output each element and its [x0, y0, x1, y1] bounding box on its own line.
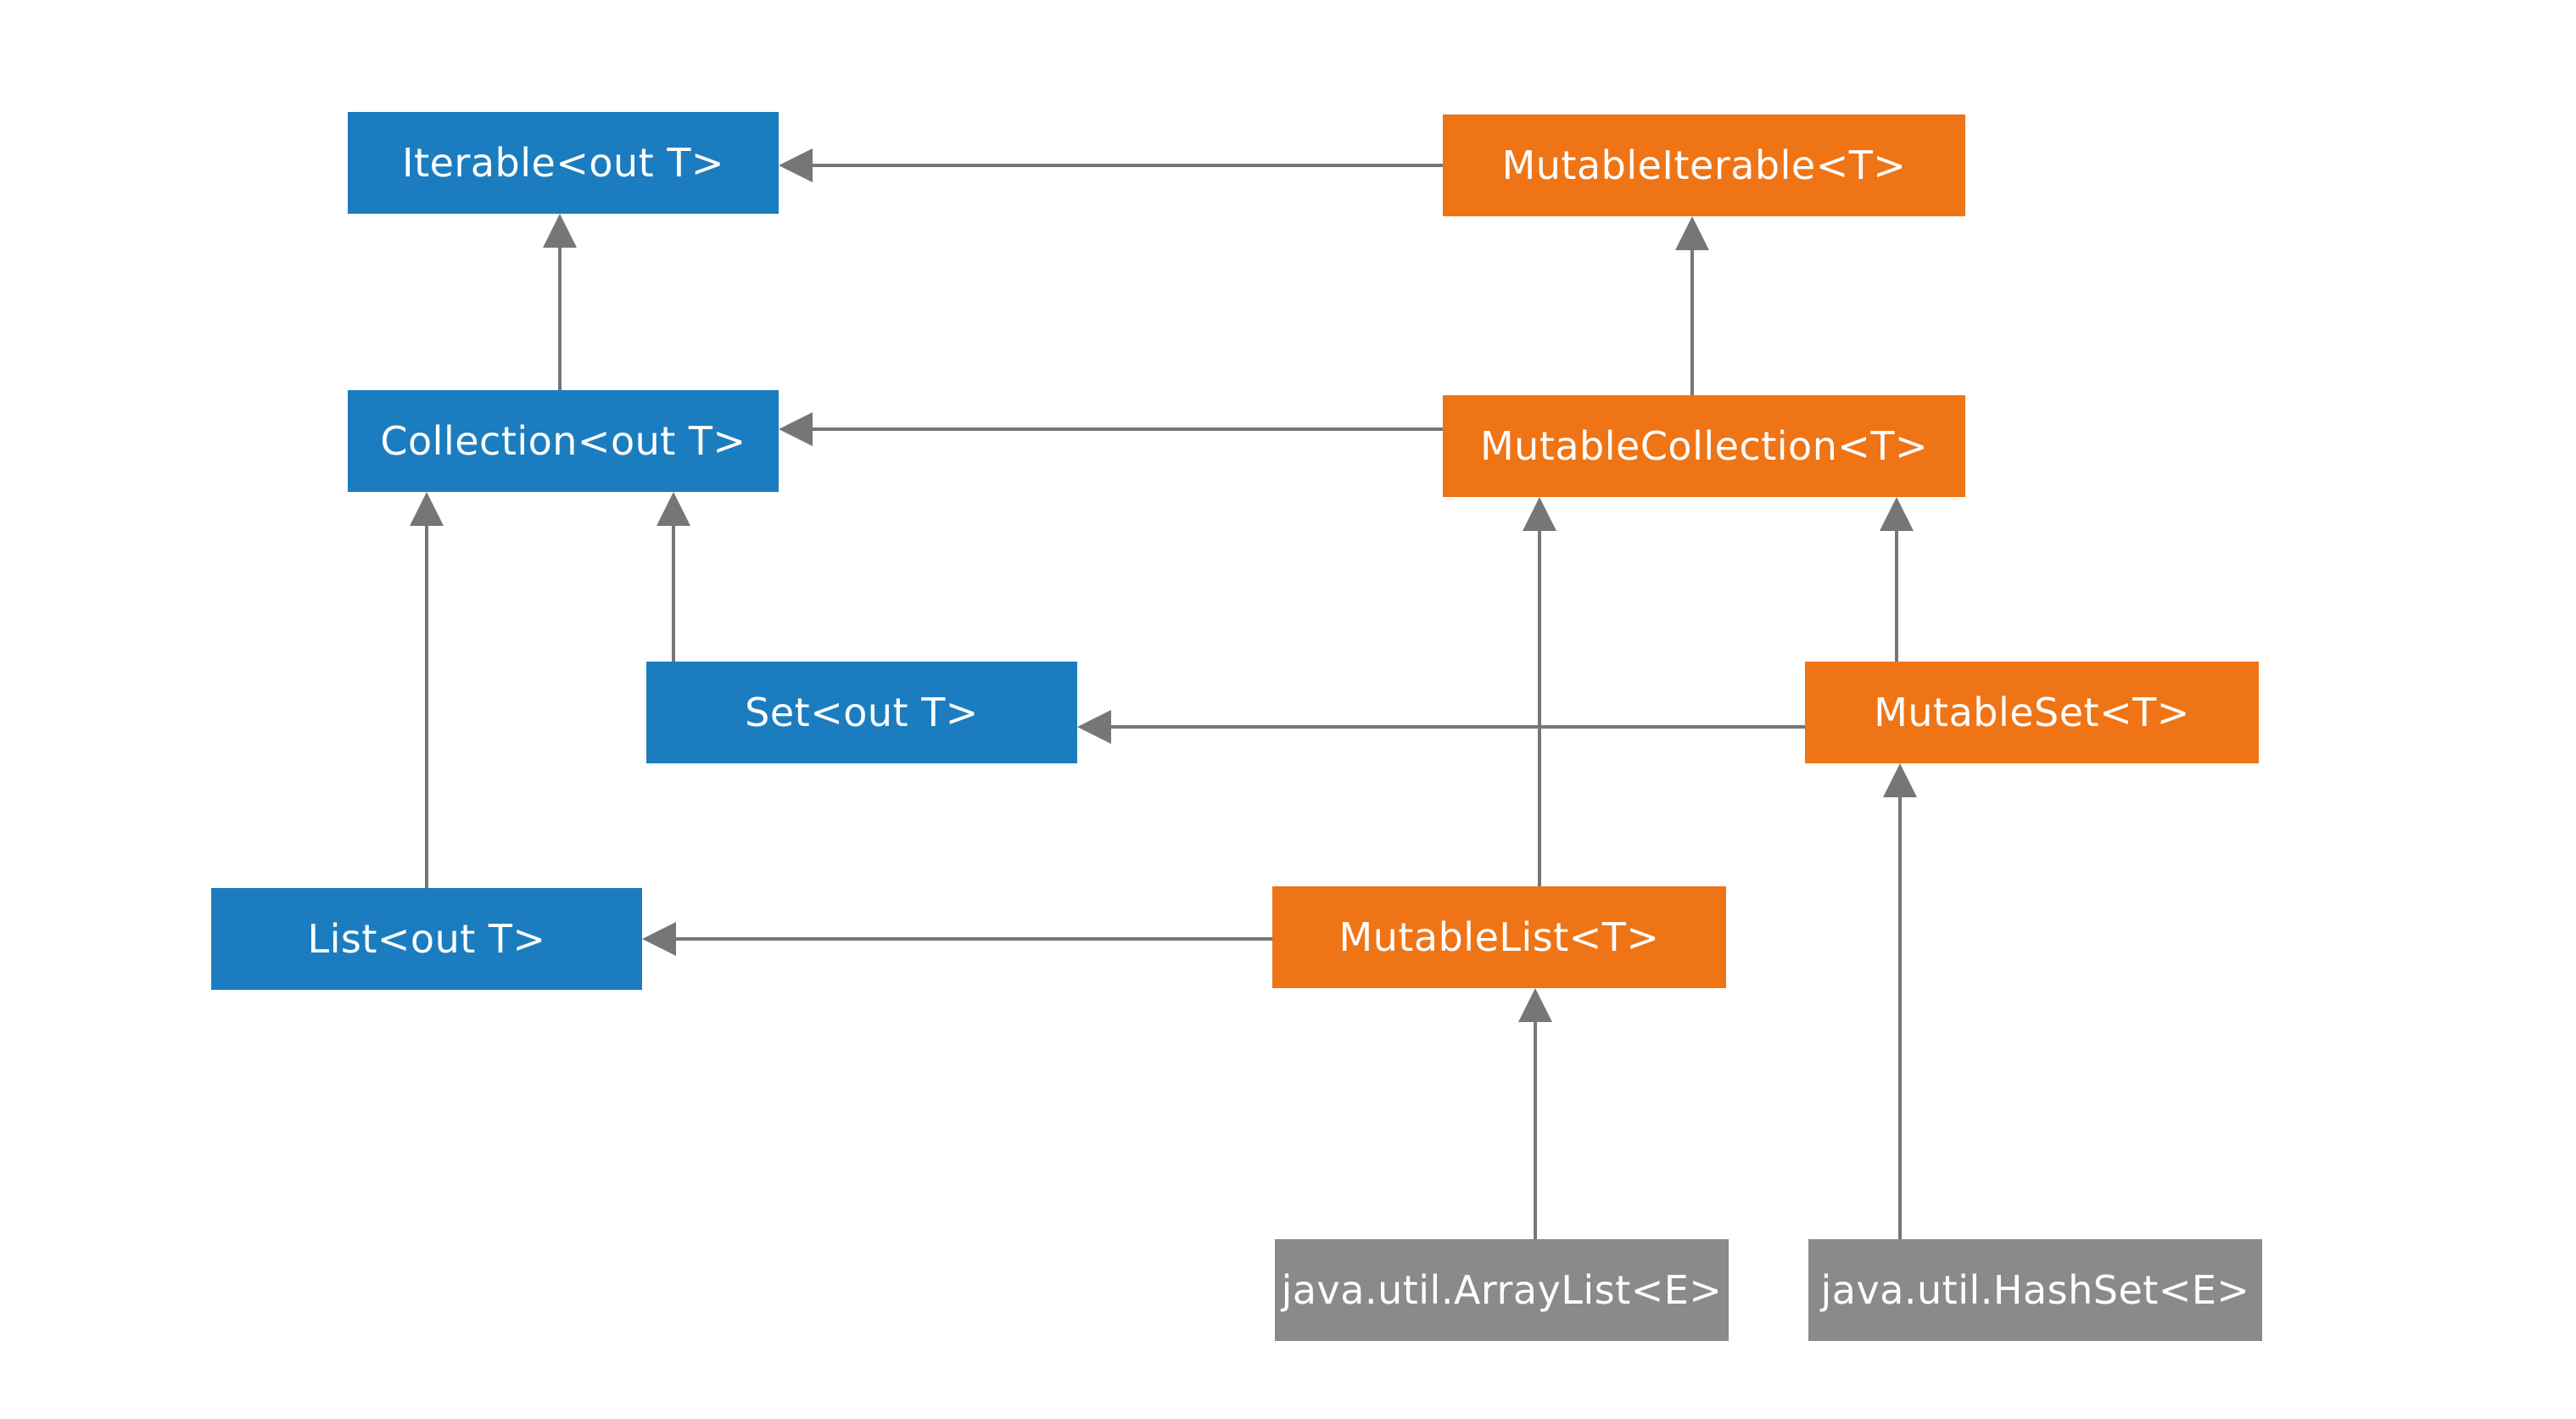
node-mutable-list: MutableList<T>: [1272, 886, 1726, 988]
node-mutable-collection: MutableCollection<T>: [1443, 395, 1965, 497]
node-java-hashset: java.util.HashSet<E>: [1808, 1239, 2262, 1341]
node-collection: Collection<out T>: [348, 390, 779, 492]
node-list: List<out T>: [211, 888, 642, 990]
node-iterable: Iterable<out T>: [348, 112, 779, 214]
node-java-arraylist: java.util.ArrayList<E>: [1275, 1239, 1729, 1341]
node-mutable-iterable: MutableIterable<T>: [1443, 115, 1965, 216]
node-mutable-set: MutableSet<T>: [1805, 662, 2259, 763]
node-set: Set<out T>: [646, 662, 1077, 763]
